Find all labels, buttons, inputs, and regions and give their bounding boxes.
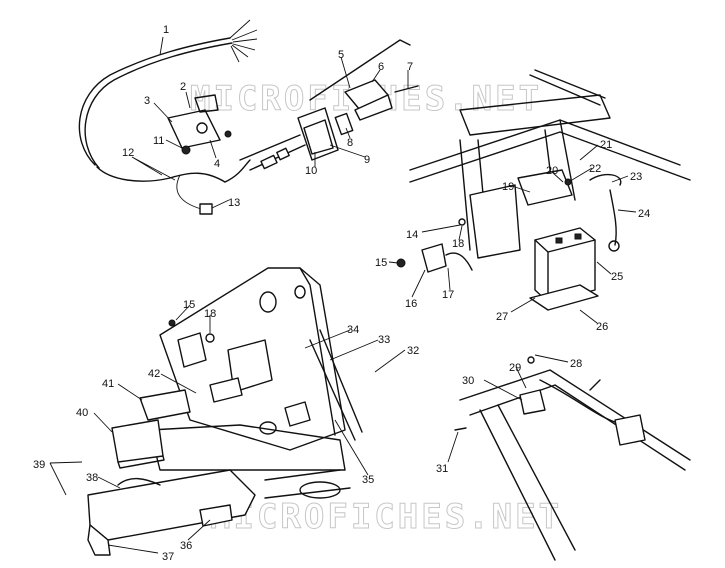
frame-rear — [409, 69, 691, 259]
callout-18-left: 18 — [204, 308, 216, 320]
callout-42: 42 — [148, 368, 160, 380]
callout-29: 29 — [509, 362, 521, 374]
callout-3: 3 — [144, 95, 150, 107]
callout-39: 39 — [33, 459, 45, 471]
callout-25: 25 — [611, 271, 623, 283]
callout-11: 11 — [153, 135, 164, 147]
callout-8: 8 — [347, 137, 353, 149]
watermark-bottom: MICROFICHES.NET — [210, 497, 562, 537]
callout-16: 16 — [405, 298, 417, 310]
callout-4: 4 — [214, 158, 220, 170]
callout-23: 23 — [630, 171, 642, 183]
callout-15-left: 15 — [183, 299, 195, 311]
callout-33: 33 — [378, 334, 390, 346]
callout-9: 9 — [364, 154, 370, 166]
callout-1: 1 — [163, 24, 169, 36]
callout-10: 10 — [305, 165, 317, 177]
callout-40: 40 — [76, 407, 88, 419]
callout-5: 5 — [338, 49, 344, 61]
callout-15-right: 15 — [375, 257, 387, 269]
lower-right-frame — [454, 356, 691, 561]
callout-41: 41 — [102, 378, 114, 390]
callout-30: 30 — [462, 375, 474, 387]
callout-37: 37 — [162, 551, 174, 563]
leader-lines — [49, 36, 637, 554]
callout-19: 19 — [502, 181, 514, 193]
callout-35: 35 — [362, 474, 374, 486]
callout-24: 24 — [638, 208, 650, 220]
callout-34: 34 — [347, 324, 359, 336]
callout-26: 26 — [596, 321, 608, 333]
taillight-assembly — [224, 39, 419, 183]
callout-36: 36 — [180, 540, 192, 552]
callout-2: 2 — [180, 81, 186, 93]
callout-13: 13 — [228, 197, 240, 209]
callout-28: 28 — [570, 358, 582, 370]
wiring-harness — [78, 19, 258, 215]
callout-7: 7 — [407, 61, 413, 73]
callout-32: 32 — [407, 345, 419, 357]
callout-12: 12 — [122, 147, 134, 159]
callout-22: 22 — [589, 163, 601, 175]
battery-assembly — [517, 169, 622, 311]
hood-panel — [159, 267, 363, 451]
front-frame — [87, 389, 351, 556]
callout-numbers: 1 2 3 4 5 6 7 8 9 10 11 12 13 14 15 16 1… — [33, 24, 650, 563]
callout-20: 20 — [546, 165, 558, 177]
callout-31: 31 — [436, 463, 448, 475]
ignition-coil — [168, 319, 215, 368]
callout-27: 27 — [496, 311, 508, 323]
callout-6: 6 — [378, 61, 384, 73]
starter-relay — [396, 218, 473, 273]
callout-38: 38 — [86, 472, 98, 484]
callout-18-right: 18 — [452, 238, 464, 250]
callout-14: 14 — [406, 229, 418, 241]
callout-21: 21 — [600, 139, 612, 151]
regulator-assembly — [167, 94, 232, 155]
callout-17: 17 — [442, 289, 454, 301]
